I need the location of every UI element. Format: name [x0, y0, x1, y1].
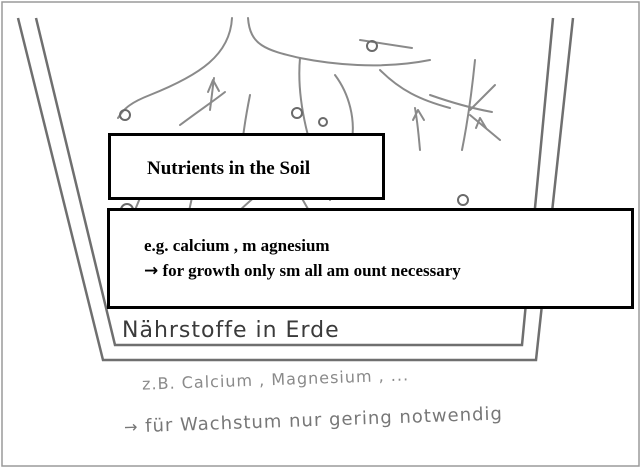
title-text: Nutrients in the Soil	[147, 158, 311, 179]
arrow-right-icon: →	[144, 261, 159, 281]
necessity-text: for growth only sm all am ount necessary	[158, 261, 461, 280]
handwritten-title: Nährstoffe in Erde	[122, 318, 340, 343]
arrow-right-icon: →	[123, 417, 139, 437]
necessity-line: → for growth only sm all am ount necessa…	[144, 258, 631, 284]
examples-line: e.g. calcium , m agnesium	[144, 236, 330, 255]
root-system-icon	[117, 17, 501, 231]
description-box: e.g. calcium , m agnesium → for growth o…	[107, 208, 634, 309]
pot-outline-icon	[16, 17, 575, 362]
title-box: Nutrients in the Soil	[108, 133, 385, 200]
